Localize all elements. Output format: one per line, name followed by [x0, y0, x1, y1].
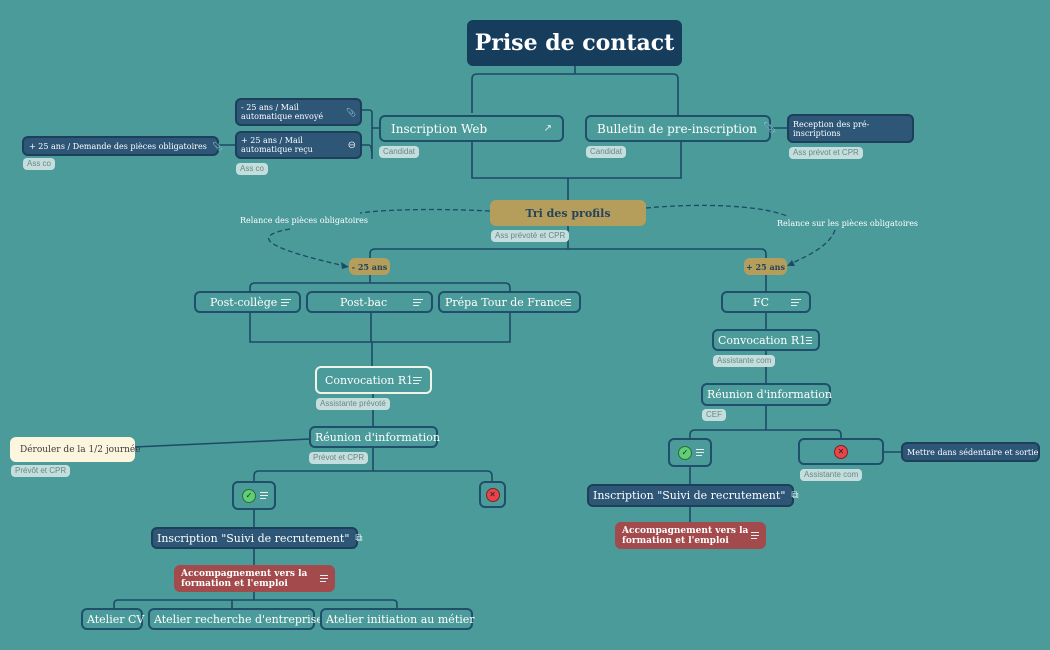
yes-plus25-topic[interactable]: ✓ — [668, 438, 712, 467]
root-title: Prise de contact — [474, 30, 675, 56]
mail-plus25-tag: Ass co — [236, 163, 269, 175]
inscription-suivi-moins25-label: Inscription "Suivi de recrutement" — [157, 531, 350, 545]
accompagnement-plus25-topic[interactable]: Accompagnement vers la formation et l'em… — [615, 522, 766, 549]
atelier-cv-topic[interactable]: Atelier CV — [81, 608, 145, 630]
sortie-topic[interactable]: Mettre dans sédentaire et sortie — [901, 442, 1040, 462]
inscription-suivi-plus25-label: Inscription "Suivi de recrutement" — [593, 489, 786, 502]
demande-pieces-tag: Ass co — [23, 158, 56, 170]
inscription-web-label: Inscription Web — [391, 121, 488, 136]
notes-icon[interactable] — [260, 492, 268, 499]
paperclip-icon[interactable]: 📎 — [212, 141, 223, 151]
deroule-topic[interactable]: Dérouler de la 1/2 journée — [10, 437, 141, 462]
check-icon: ✓ — [242, 488, 256, 503]
atelier-initiation-topic[interactable]: Atelier initiation au métier — [320, 608, 475, 630]
convocation-plus25-topic[interactable]: Convocation R1 — [712, 329, 820, 351]
notes-icon[interactable] — [696, 449, 704, 456]
post-bac-label: Post-bac — [340, 295, 388, 309]
mail-plus25-label: + 25 ans / Mail automatique reçu — [241, 136, 313, 154]
check-icon: ✓ — [678, 445, 692, 460]
reunion-plus25-tag: CEF — [702, 409, 726, 421]
relation-left-label[interactable]: Relance des pièces obligatoires — [240, 216, 368, 225]
cross-icon: ✕ — [834, 444, 848, 459]
tri-profils-tag: Ass prévoté et CPR — [491, 230, 570, 242]
atelier-cv-label: Atelier CV — [87, 612, 145, 626]
demande-pieces-topic[interactable]: + 25 ans / Demande des pièces obligatoir… — [22, 136, 223, 156]
link-icon[interactable]: ⧉ — [355, 532, 363, 544]
deroule-label: Dérouler de la 1/2 journée — [20, 444, 141, 455]
demande-pieces-label: + 25 ans / Demande des pièces obligatoir… — [29, 141, 207, 151]
no-plus25-topic[interactable]: ✕ — [798, 438, 884, 465]
convocation-plus25-tag: Assistante com — [713, 355, 776, 367]
inscription-web-topic[interactable]: Inscription Web ↗ — [379, 115, 564, 142]
reception-tag: Ass prévot et CPR — [789, 147, 863, 159]
mail-plus25-topic[interactable]: + 25 ans / Mail automatique reçu ⊖ — [235, 131, 362, 159]
atelier-recherche-topic[interactable]: Atelier recherche d'entreprise — [148, 608, 323, 630]
accompagnement-moins25-label: Accompagnement vers la formation et l'em… — [181, 568, 308, 589]
prepa-tour-topic[interactable]: Prépa Tour de France — [438, 291, 581, 313]
moins25-topic[interactable]: - 25 ans — [349, 258, 390, 275]
reunion-moins25-topic[interactable]: Réunion d'information — [309, 426, 440, 448]
reunion-moins25-label: Réunion d'information — [315, 430, 440, 444]
notes-icon[interactable] — [320, 575, 328, 582]
bulletin-tag: Candidat — [586, 146, 627, 158]
collapse-icon[interactable]: ⊖ — [347, 139, 356, 151]
atelier-initiation-label: Atelier initiation au métier — [326, 612, 475, 626]
notes-icon[interactable] — [413, 376, 422, 384]
paperclip-icon[interactable]: 📎 — [763, 123, 776, 134]
prepa-tour-label: Prépa Tour de France — [445, 295, 567, 309]
reunion-moins25-tag: Prévot et CPR — [309, 452, 369, 464]
tri-profils-label: Tri des profils — [525, 206, 611, 220]
post-bac-topic[interactable]: Post-bac — [306, 291, 433, 313]
convocation-moins25-topic[interactable]: Convocation R1 — [315, 366, 432, 394]
reunion-plus25-topic[interactable]: Réunion d'information — [701, 383, 832, 406]
no-moins25-topic[interactable]: ✕ — [479, 481, 506, 508]
relation-right-label[interactable]: Relance sur les pièces obligatoires — [777, 219, 919, 228]
no-plus25-tag: Assistante com — [800, 469, 863, 481]
atelier-recherche-label: Atelier recherche d'entreprise — [154, 612, 323, 626]
sortie-label: Mettre dans sédentaire et sortie — [907, 447, 1039, 457]
reception-label: Reception des pré-inscriptions — [793, 119, 870, 138]
fc-label: FC — [753, 295, 770, 309]
notes-icon[interactable] — [566, 298, 571, 306]
convocation-moins25-tag: Assistante prévoté — [316, 398, 390, 410]
bulletin-label: Bulletin de pre-inscription — [597, 121, 758, 136]
link-icon[interactable]: ⧉ — [791, 490, 799, 501]
post-college-topic[interactable]: Post-collège — [194, 291, 301, 313]
moins25-label: - 25 ans — [351, 261, 388, 272]
inscription-suivi-moins25-topic[interactable]: Inscription "Suivi de recrutement" ⧉ — [151, 527, 363, 549]
notes-icon[interactable] — [791, 298, 801, 306]
post-college-label: Post-collège — [210, 295, 278, 309]
paperclip-icon[interactable]: 📎 — [346, 107, 356, 117]
root-topic[interactable]: Prise de contact — [467, 20, 682, 66]
reunion-plus25-label: Réunion d'information — [707, 388, 832, 401]
external-link-icon[interactable]: ↗ — [543, 123, 552, 134]
reception-topic[interactable]: Reception des pré-inscriptions — [787, 114, 914, 143]
plus25-topic[interactable]: + 25 ans — [744, 258, 787, 275]
accompagnement-plus25-label: Accompagnement vers la formation et l'em… — [622, 525, 749, 546]
inscription-web-tag: Candidat — [379, 146, 420, 158]
deroule-tag: Prévôt et CPR — [11, 465, 71, 477]
convocation-plus25-label: Convocation R1 — [718, 333, 807, 347]
inscription-suivi-plus25-topic[interactable]: Inscription "Suivi de recrutement" ⧉ — [587, 484, 799, 507]
notes-icon[interactable] — [751, 532, 759, 539]
bulletin-topic[interactable]: Bulletin de pre-inscription 📎 — [585, 115, 775, 142]
cross-icon: ✕ — [485, 487, 500, 502]
mail-moins25-topic[interactable]: - 25 ans / Mail automatique envoyé 📎 — [235, 98, 362, 126]
notes-icon[interactable] — [806, 336, 812, 344]
mail-moins25-label: - 25 ans / Mail automatique envoyé — [241, 103, 324, 121]
fc-topic[interactable]: FC — [721, 291, 811, 313]
accompagnement-moins25-topic[interactable]: Accompagnement vers la formation et l'em… — [174, 565, 335, 592]
convocation-moins25-label: Convocation R1 — [325, 373, 414, 387]
notes-icon[interactable] — [413, 298, 423, 306]
plus25-label: + 25 ans — [746, 261, 785, 272]
tri-profils-topic[interactable]: Tri des profils — [490, 200, 646, 226]
yes-moins25-topic[interactable]: ✓ — [232, 481, 276, 510]
notes-icon[interactable] — [281, 298, 291, 306]
